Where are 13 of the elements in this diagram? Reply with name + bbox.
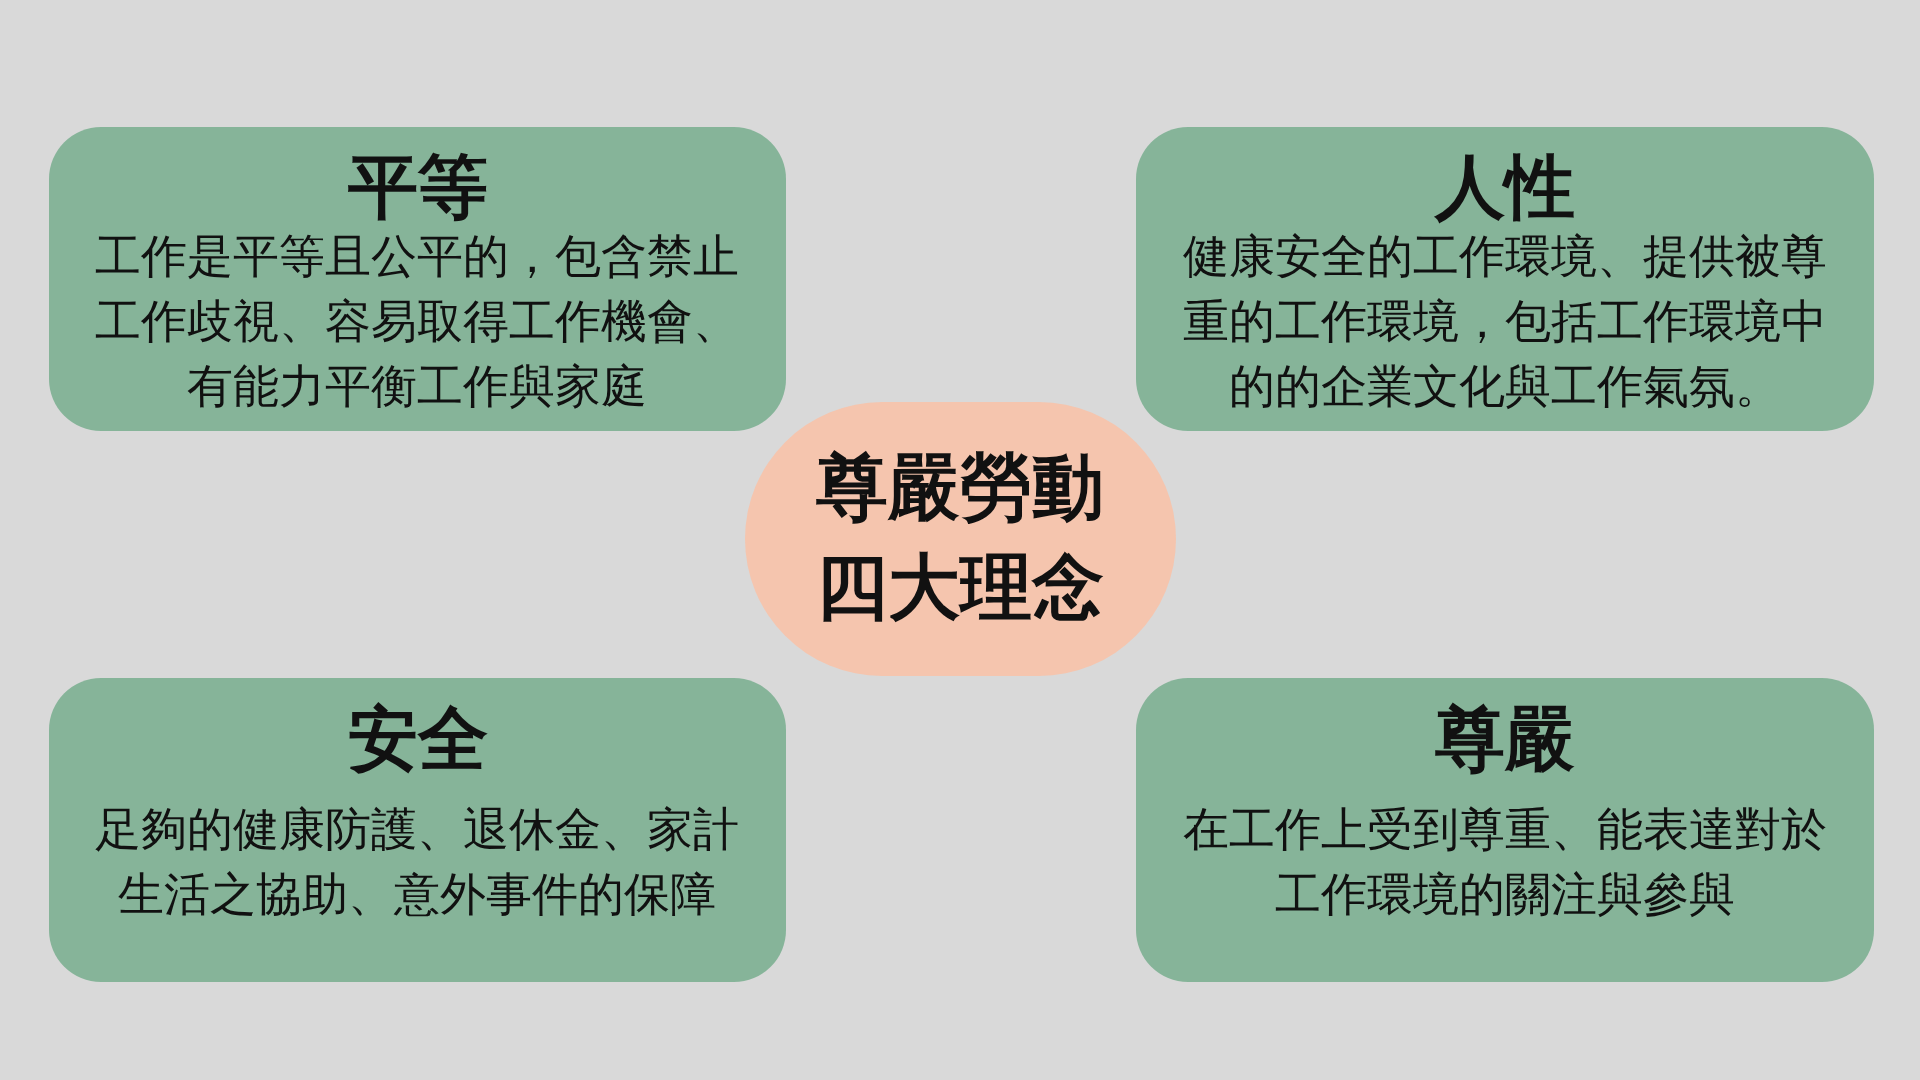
rounded-box — [49, 678, 786, 982]
box-text: 在工作上受到尊重、能表達對於工作環境的關注與參與 — [1182, 801, 1828, 923]
rounded-box — [1136, 127, 1874, 431]
box-heading: 人性 — [1433, 147, 1576, 227]
box-text: 工作是平等且公平的，包含禁止工作歧視、容易取得工作機會、有能力平衡工作與家庭 — [94, 228, 741, 415]
box-text: 健康安全的工作環境、提供被尊重的工作環境，包括工作環境中的的企業文化與工作氣氛。 — [1182, 228, 1828, 415]
box-heading: 平等 — [346, 147, 489, 227]
box-text: 足夠的健康防護、退休金、家計生活之協助、意外事件的保障 — [94, 801, 741, 923]
rounded-box — [49, 127, 786, 431]
center-title: 尊嚴勞動四大理念 — [815, 444, 1106, 631]
box-heading: 尊嚴 — [1434, 699, 1576, 779]
rounded-box — [1136, 678, 1874, 982]
box-heading: 安全 — [346, 699, 489, 779]
